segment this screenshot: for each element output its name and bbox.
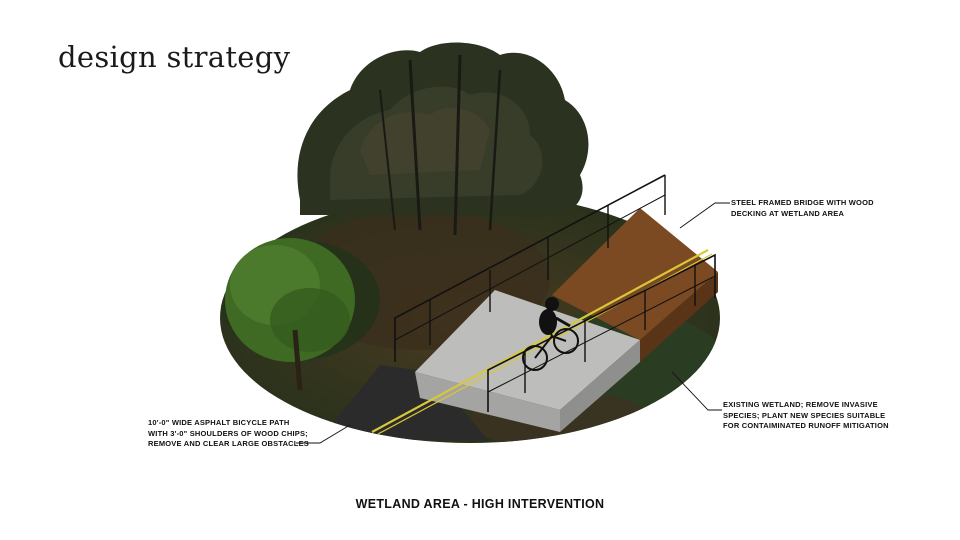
asphalt-path <box>320 365 488 440</box>
tree-canopy <box>297 42 589 236</box>
figure-caption: WETLAND AREA - HIGH INTERVENTION <box>355 497 605 511</box>
center-stripe <box>371 249 709 433</box>
callout-bridge: STEEL FRAMED BRIDGE WITH WOOD DECKING AT… <box>731 198 874 218</box>
wood-deck <box>552 208 718 362</box>
deciduous-tree <box>225 238 355 391</box>
bridge-railing <box>394 174 716 412</box>
cyclist-silhouette <box>522 297 579 371</box>
callout-path: 10'-0" WIDE ASPHALT BICYCLE PATH WITH 3'… <box>148 418 309 448</box>
leader-lines <box>296 202 730 444</box>
page-title: design strategy <box>58 40 291 74</box>
callout-wetland: EXISTING WETLAND; REMOVE INVASIVE SPECIE… <box>723 400 889 430</box>
